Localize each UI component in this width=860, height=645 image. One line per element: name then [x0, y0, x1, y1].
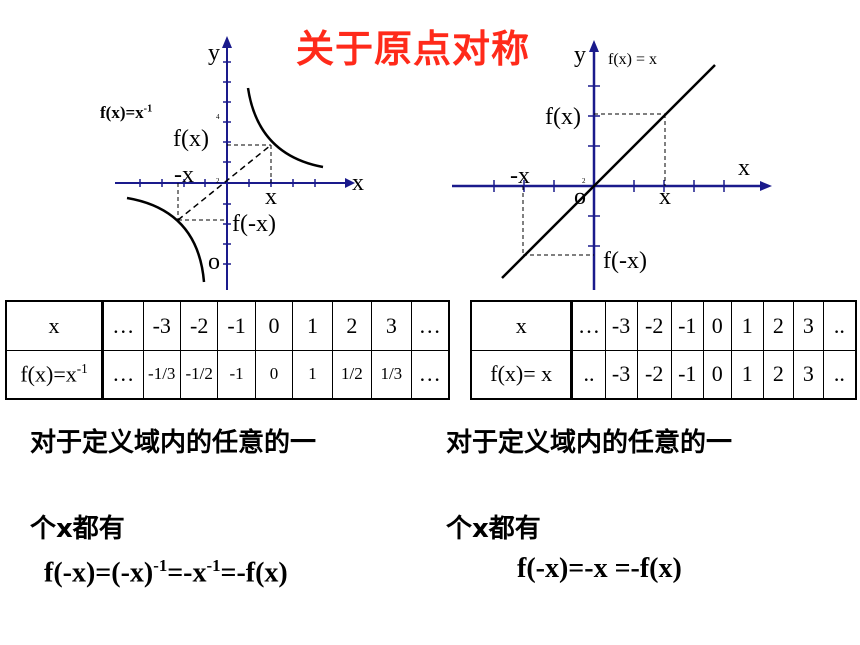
- left-x-tick-label: x: [265, 184, 277, 210]
- table-row: x … -3 -2 -1 0 1 2 3 …: [5, 300, 450, 351]
- right-function-line: [501, 64, 716, 279]
- table-cell: …: [571, 300, 606, 351]
- left-text-line2: 个x都有: [30, 514, 125, 544]
- table-cell: ..: [822, 300, 857, 351]
- table-cell: -2: [636, 300, 672, 351]
- table-row: x … -3 -2 -1 0 1 2 3 ..: [470, 300, 857, 351]
- table-cell: ..: [822, 349, 857, 400]
- left-formula-a-exp: -1: [153, 556, 168, 575]
- table-cell: …: [410, 300, 450, 351]
- table-cell: 3: [792, 300, 824, 351]
- left-func-label: f(x)=x-1: [100, 103, 152, 123]
- right-x-label: x: [738, 155, 750, 181]
- right-y-label: y: [574, 42, 586, 68]
- right-tick-2: 2: [582, 177, 586, 185]
- table-cell: -1: [670, 349, 704, 400]
- table-cell: -1/3: [142, 349, 181, 400]
- table-cell: 2: [762, 349, 794, 400]
- right-table-head-x: x: [470, 300, 574, 351]
- right-text-line2: 个x都有: [446, 514, 541, 544]
- right-text-line1: 对于定义域内的任意的一: [446, 428, 733, 458]
- table-cell: …: [410, 349, 450, 400]
- left-x-arrow-icon: [345, 178, 355, 188]
- table-row: f(x)= x .. -3 -2 -1 0 1 2 3 ..: [470, 349, 857, 400]
- left-origin-label: o: [208, 249, 220, 275]
- left-table-head-fx: f(x)=x-1: [5, 349, 105, 400]
- table-cell: -1/2: [179, 349, 219, 400]
- table-cell: 1: [730, 300, 764, 351]
- right-graph: y f(x) = x f(x) x -x o x f(-x) 2: [452, 40, 772, 290]
- right-x-ticks: [493, 180, 725, 192]
- table-cell: -1: [670, 300, 704, 351]
- table-row: f(x)=x-1 … -1/3 -1/2 -1 0 1 1/2 1/3 …: [5, 349, 450, 400]
- table-cell: 2: [331, 300, 373, 351]
- table-cell: 3: [371, 300, 412, 351]
- right-y-ticks: [588, 85, 600, 247]
- left-text-line1: 对于定义域内的任意的一: [30, 428, 317, 458]
- left-fx-label: f(x): [173, 126, 209, 152]
- right-y-arrow-icon: [589, 40, 599, 52]
- left-x-label: x: [352, 170, 364, 196]
- left-negx-label: -x: [174, 162, 194, 188]
- left-table-head-fx-exp: -1: [76, 361, 88, 377]
- right-value-table: x … -3 -2 -1 0 1 2 3 .. f(x)= x .. -3 -2…: [470, 300, 857, 400]
- left-formula-b-exp: -1: [206, 556, 221, 575]
- table-cell: 1/2: [331, 349, 373, 400]
- right-origin-label: o: [574, 184, 586, 210]
- table-cell: 1/3: [371, 349, 412, 400]
- left-tick-4: 4: [216, 113, 220, 121]
- table-cell: 0: [254, 300, 294, 351]
- left-value-table: x … -3 -2 -1 0 1 2 3 … f(x)=x-1 … -1/3 -…: [5, 300, 450, 400]
- table-cell: -3: [604, 349, 638, 400]
- left-func-label-exp: -1: [143, 103, 153, 115]
- table-cell: 1: [292, 300, 333, 351]
- table-cell: 3: [792, 349, 824, 400]
- left-formula-b: =-x: [167, 557, 207, 589]
- left-table-head-fx-text: f(x)=x: [20, 361, 77, 387]
- table-cell: …: [102, 349, 144, 400]
- left-graph: y x f(x) -x x f(-x) o 4 2: [115, 36, 364, 290]
- table-cell: 0: [702, 300, 732, 351]
- table-cell: 1: [730, 349, 764, 400]
- table-cell: 1: [292, 349, 333, 400]
- right-table-head-fx: f(x)= x: [470, 349, 574, 400]
- right-negx-label: -x: [510, 163, 530, 189]
- table-cell: ..: [571, 349, 606, 400]
- left-y-label: y: [208, 40, 220, 66]
- left-dashed-guides: [177, 144, 272, 221]
- table-cell: 0: [254, 349, 294, 400]
- right-x-tick-label: x: [659, 184, 671, 210]
- left-tick-2: 2: [216, 177, 220, 185]
- table-cell: -2: [636, 349, 672, 400]
- right-fx-label: f(x): [545, 104, 581, 130]
- left-formula-c: =-f(x): [220, 557, 288, 589]
- left-func-label-text: f(x)=x: [100, 103, 144, 122]
- left-table-head-x: x: [5, 300, 105, 351]
- right-formula: f(-x)=-x =-f(x): [517, 553, 682, 584]
- right-fnegx-label: f(-x): [603, 248, 647, 274]
- left-formula: f(-x)=(-x)-1=-x-1=-f(x): [44, 556, 288, 589]
- table-cell: -1: [217, 349, 256, 400]
- left-curve-negative: [126, 196, 206, 283]
- table-cell: -2: [179, 300, 219, 351]
- right-func-label: f(x) = x: [608, 51, 657, 68]
- table-cell: -1: [217, 300, 256, 351]
- table-cell: -3: [142, 300, 181, 351]
- table-cell: …: [102, 300, 144, 351]
- table-cell: 0: [702, 349, 732, 400]
- right-dashed-guides: [522, 113, 666, 256]
- page-title: 关于原点对称: [296, 27, 531, 71]
- left-y-arrow-icon: [222, 36, 232, 48]
- table-cell: -3: [604, 300, 638, 351]
- left-curve-positive: [246, 87, 324, 169]
- left-formula-a: f(-x)=(-x): [44, 557, 154, 589]
- left-fnegx-label: f(-x): [232, 211, 276, 237]
- right-x-arrow-icon: [760, 181, 772, 191]
- table-cell: 2: [762, 300, 794, 351]
- left-y-ticks: [223, 61, 231, 265]
